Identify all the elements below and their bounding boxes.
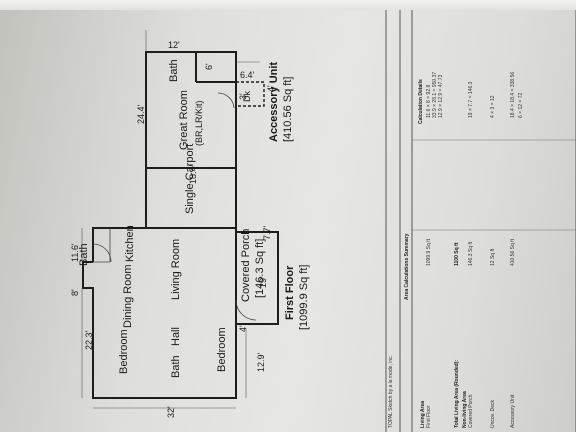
dim-12: 12' bbox=[168, 40, 180, 50]
great-room-outline bbox=[145, 51, 237, 169]
paper-top-edge bbox=[0, 0, 576, 10]
summary-calc-header: Calculation Details bbox=[418, 79, 424, 124]
row-calc: 6 × 12 = 72 bbox=[518, 92, 524, 118]
row-name: First Floor bbox=[426, 405, 432, 429]
row-value: 1099.9 Sq ft bbox=[426, 239, 432, 266]
row-calc: 18.4 × 18.4 = 338.56 bbox=[510, 71, 516, 118]
row-name: Total Living Area (Rounded): bbox=[454, 359, 460, 428]
summary-title: Area Calculations Summary bbox=[404, 233, 410, 300]
row-calc: 4 × 3 = 12 bbox=[490, 95, 496, 118]
deck-outline bbox=[235, 81, 265, 107]
row-name: Covered Porch bbox=[468, 394, 474, 428]
summary-source: TOPAL Sketch by a la mode, inc. bbox=[388, 355, 394, 428]
row-calc: 12.9 × 12.9 = 47.73 bbox=[438, 74, 444, 118]
row-name: Accessory Unit bbox=[510, 394, 516, 428]
main-house-outline bbox=[82, 227, 237, 399]
row-value: 410.56 Sq ft bbox=[510, 239, 516, 266]
covered-porch-outline bbox=[235, 231, 279, 325]
row-value: 1100 Sq ft bbox=[454, 242, 460, 266]
row-value: 12 Sq ft bbox=[490, 248, 496, 266]
row-name: Uncov. Deck bbox=[490, 400, 496, 428]
dim-6-4: 6.4' bbox=[240, 70, 255, 80]
row-value: 146.3 Sq ft bbox=[468, 241, 474, 266]
row-calc: 19 × 7.7 = 146.3 bbox=[468, 81, 474, 118]
